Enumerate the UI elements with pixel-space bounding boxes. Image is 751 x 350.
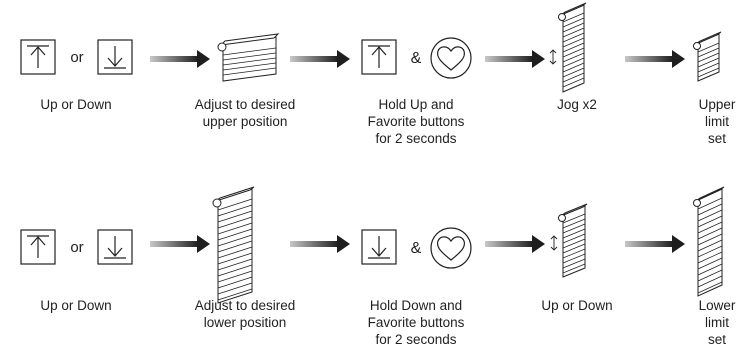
arrow-icon: [625, 50, 685, 68]
caption-hold-down-favorite: Hold Down and Favorite buttons for 2 sec…: [367, 298, 465, 347]
arrow-icon: [150, 50, 210, 68]
down-button-icon: [361, 229, 397, 265]
favorite-heart-icon: [430, 37, 472, 79]
ampersand-text: &: [411, 50, 422, 67]
caption-lower-limit-set: Lower limit set: [698, 298, 736, 347]
caption-adjust-lower: Adjust to desired lower position: [194, 298, 296, 330]
shade-small-icon: [693, 31, 722, 82]
up-button-icon: [20, 39, 56, 75]
arrow-icon: [150, 235, 210, 253]
caption-adjust-upper: Adjust to desired upper position: [194, 97, 296, 129]
caption-up-or-down: Up or Down: [40, 97, 112, 112]
shade-jog-icon: [549, 2, 587, 93]
shade-long-icon: [693, 186, 725, 297]
favorite-heart-icon: [430, 227, 472, 269]
down-button-icon: [97, 39, 133, 75]
or-text: or: [70, 239, 83, 256]
ampersand-text: &: [411, 240, 422, 257]
shade-jog-icon: [550, 203, 588, 278]
caption-jog: Jog x2: [557, 97, 597, 112]
or-text: or: [70, 49, 83, 66]
caption-upper-limit-set: Upper limit set: [698, 97, 736, 146]
arrow-icon: [625, 235, 685, 253]
row-upper-limit: or: [20, 2, 722, 93]
caption-hold-up-favorite: Hold Up and Favorite buttons for 2 secon…: [367, 97, 465, 146]
arrow-icon: [290, 50, 350, 68]
shade-long-icon: [212, 186, 255, 304]
up-button-icon: [20, 229, 56, 265]
caption-up-or-down: Up or Down: [541, 298, 613, 313]
arrow-icon: [485, 50, 545, 68]
arrow-icon: [290, 235, 350, 253]
caption-up-or-down: Up or Down: [40, 298, 112, 313]
up-button-icon: [361, 39, 397, 75]
down-button-icon: [97, 229, 133, 265]
row-lower-limit: or: [20, 186, 725, 304]
shade-short-icon: [217, 33, 280, 82]
arrow-icon: [485, 235, 545, 253]
